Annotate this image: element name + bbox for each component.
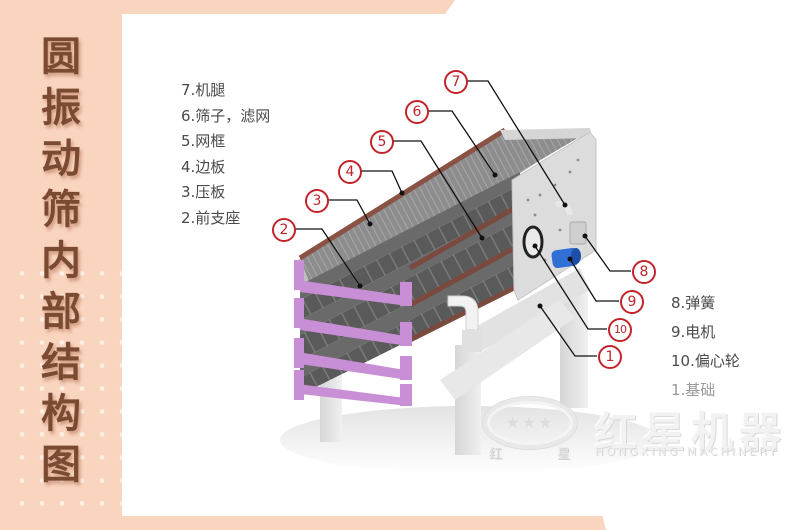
title-char: 构 [41,391,81,437]
page-title: 圆 振 动 筛 内 部 结 构 图 [34,32,88,491]
callout-8: 8 [632,260,656,284]
background-bottom-strip [0,516,606,530]
legend-item-1: 1.基础 [671,381,716,399]
legend-right: 8.弹簧 9.电机 10.偏心轮 1.基础 [671,289,740,405]
callout-6: 6 [405,100,429,124]
background-top-strip [0,0,455,14]
legend-item-4: 4.边板 [181,157,226,176]
callout-1: 1 [598,345,622,369]
callout-5: 5 [370,130,394,154]
title-char: 图 [41,442,81,488]
star-logo-icon: ★★★ [483,397,577,449]
callout-4: 4 [338,160,362,184]
legend-left: 7.机腿 6.筛子，滤网 5.网框 4.边板 3.压板 2.前支座 [181,78,270,231]
legend-item-2: 2.前支座 [181,208,241,227]
callout-9: 9 [620,290,644,314]
logo-small-right: 星 [557,447,571,462]
legend-item-6: 6.筛子，滤网 [181,106,271,125]
screen-decks [294,172,522,406]
legend-item-7: 7.机腿 [181,81,226,99]
legend-item-3: 3.压板 [181,183,226,201]
title-char: 部 [41,289,81,335]
title-char: 筛 [41,187,81,233]
screen-mesh [300,130,588,284]
legend-item-8: 8.弹簧 [671,294,716,312]
title-char: 圆 [41,34,81,80]
title-char: 动 [41,136,81,182]
title-char: 振 [41,85,81,131]
title-char: 内 [41,238,81,284]
logo-english-name: HONGXING MACHINERY [595,445,779,458]
base-foundation [320,268,590,455]
logo-chinese-name: 红星机器 [595,408,788,457]
title-char: 结 [41,340,81,386]
callout-2: 2 [272,218,296,242]
leader-lines [295,80,631,357]
callout-7: 7 [444,70,468,94]
dot-pattern [12,262,122,522]
callout-10: 10 [608,318,632,342]
brand-watermark: ★★★ 红 星 红星机器 HONGXING MACHINERY [483,393,793,463]
logo-small-left: 红 [489,447,503,462]
legend-item-9: 9.电机 [671,323,716,341]
callout-3: 3 [305,189,329,213]
legend-item-5: 5.网框 [181,132,226,150]
legend-item-10: 10.偏心轮 [671,352,740,370]
